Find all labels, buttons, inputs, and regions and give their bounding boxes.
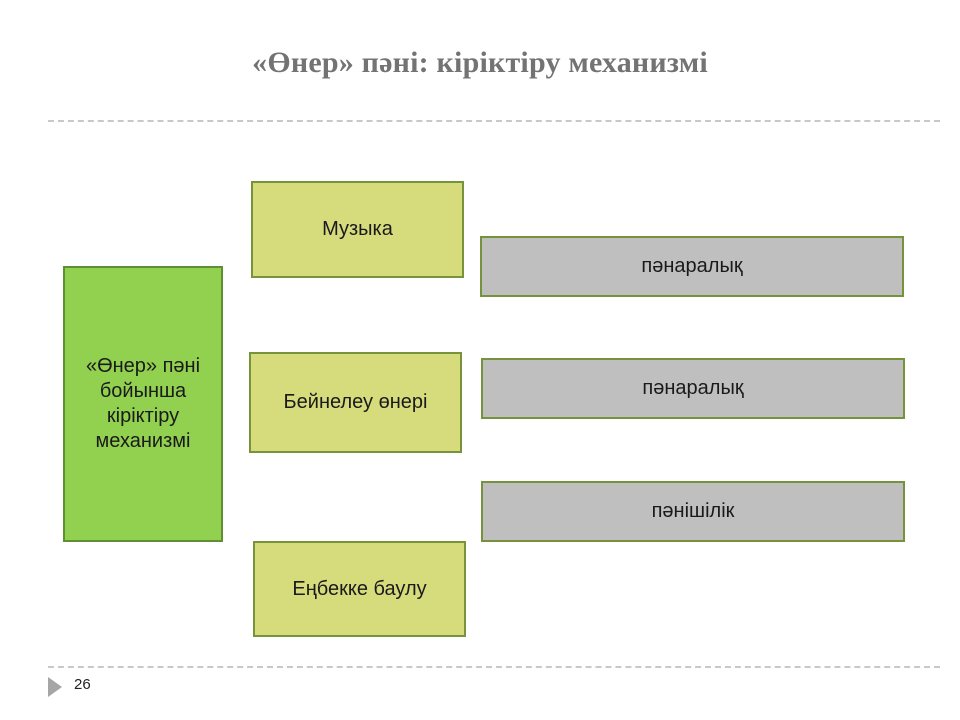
main-mechanism-box: «Өнер» пәні бойынша кіріктіру механизмі [63, 266, 223, 542]
subject-box-music: Музыка [251, 181, 464, 278]
top-divider [48, 120, 940, 122]
integration-type-box-1: пәнаралық [480, 236, 904, 297]
subject-box-labor-training: Еңбекке баулу [253, 541, 466, 637]
slide-title: «Өнер» пәні: кіріктіру механизмі [252, 46, 708, 79]
bottom-divider [48, 666, 940, 668]
page-number: 26 [74, 676, 91, 693]
integration-type-box-2: пәнаралық [481, 358, 905, 419]
slide-marker-arrow-icon [48, 677, 62, 697]
integration-type-box-3: пәнішілік [481, 481, 905, 542]
subject-box-fine-art: Бейнелеу өнері [249, 352, 462, 453]
